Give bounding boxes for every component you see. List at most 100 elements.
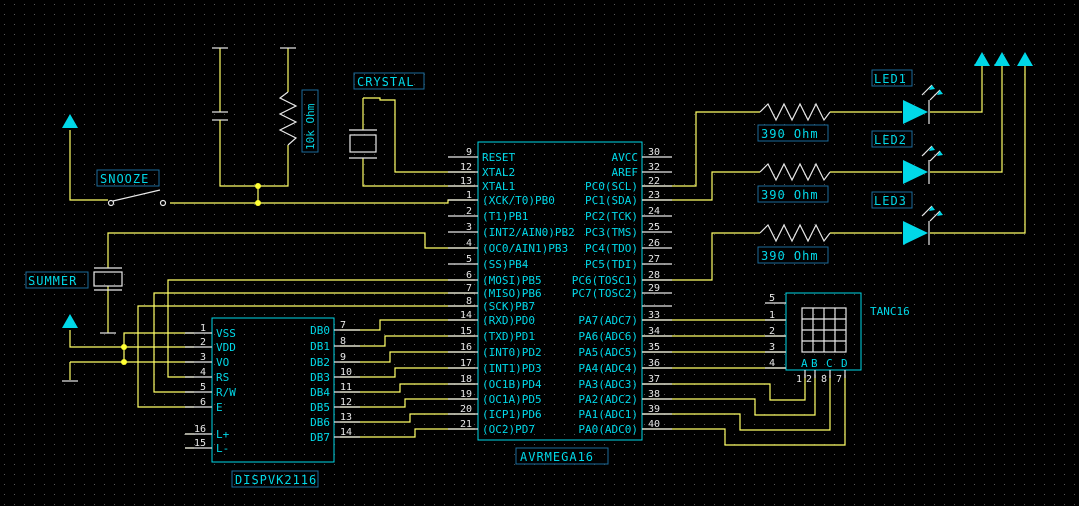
led3: LED3 xyxy=(871,191,943,245)
mcu-pin-name: PC4(TDO) xyxy=(585,242,638,255)
mcu-pin-number: 19 xyxy=(460,389,472,400)
mcu-pin-name: PC0(SCL) xyxy=(585,180,638,193)
lcd-pin-name: DB7 xyxy=(310,431,330,444)
lcd-label: DISPVK2116 xyxy=(235,473,317,487)
capacitor-icon xyxy=(212,111,228,130)
mcu-pin-number: 12 xyxy=(460,162,472,173)
led1-label: LED1 xyxy=(874,72,907,86)
mcu-pin-number: 33 xyxy=(648,310,660,321)
lcd-pin-name: E xyxy=(216,401,223,414)
lcd-pin-name: R/W xyxy=(216,386,236,399)
led1: LED1 xyxy=(871,69,943,124)
keypad-pin-number: 4 xyxy=(769,358,775,369)
mcu-pin-number: 5 xyxy=(466,254,472,265)
crystal: CRYSTAL xyxy=(349,72,425,159)
keypad-column-letter: C xyxy=(826,357,833,370)
mcu-pin-name: (OC1B)PD4 xyxy=(482,378,542,391)
lcd-pin-name: VO xyxy=(216,356,229,369)
lcd-pin-number: 11 xyxy=(340,382,352,393)
lcd-pin-name: RS xyxy=(216,371,229,384)
mcu-pin-name: (SS)PB4 xyxy=(482,258,529,271)
mcu-pin-number: 28 xyxy=(648,270,660,281)
resistor-10k-label: 10k Ohm xyxy=(304,103,317,150)
mcu-pin-number: 2 xyxy=(466,206,472,217)
lcd-pin-name: DB6 xyxy=(310,416,330,429)
mcu-pin-name: PA1(ADC1) xyxy=(578,408,638,421)
mcu-pin-number: 9 xyxy=(466,147,472,158)
mcu-right-pins: 30AVCC32AREF22PC0(SCL)23PC1(SDA)24PC2(TC… xyxy=(572,147,672,436)
resistor-r2: 390 Ohm xyxy=(757,162,831,203)
mcu-pin-number: 22 xyxy=(648,176,660,187)
resistor-r3: 390 Ohm xyxy=(757,223,831,264)
mcu-pin-name: PA6(ADC6) xyxy=(578,330,638,343)
lcd-pin-name: DB4 xyxy=(310,386,330,399)
mcu-pin-name: (RXD)PD0 xyxy=(482,314,535,327)
resistor-10k: 10k Ohm xyxy=(278,89,319,153)
mcu-pin-number: 30 xyxy=(648,147,660,158)
mcu-pin-name: PC5(TDI) xyxy=(585,258,638,271)
mcu-pin-number: 15 xyxy=(460,326,472,337)
mcu-pin-name: PC7(TOSC2) xyxy=(572,287,638,300)
lcd-pin-name: DB5 xyxy=(310,401,330,414)
junctions xyxy=(121,183,261,365)
mcu-pin-number: 21 xyxy=(460,419,472,430)
lcd-pin-number: 7 xyxy=(340,320,346,331)
mcu-pin-number: 34 xyxy=(648,326,660,337)
keypad-column-letter: B xyxy=(811,357,818,370)
keypad-pin-number: 2 xyxy=(806,374,812,385)
mcu-pin-name: PA2(ADC2) xyxy=(578,393,638,406)
mcu-pin-number: 6 xyxy=(466,270,472,281)
mcu-pin-name: PC2(TCK) xyxy=(585,210,638,223)
mcu-pin-name: PA5(ADC5) xyxy=(578,346,638,359)
summer-buzzer: SUMMER xyxy=(25,267,123,291)
mcu-pin-name: (MOSI)PB5 xyxy=(482,274,542,287)
led2: LED2 xyxy=(871,130,943,184)
mcu-pin-name: (XCK/T0)PB0 xyxy=(482,194,555,207)
mcu-pin-number: 36 xyxy=(648,358,660,369)
mcu-pin-name: PA0(ADC0) xyxy=(578,423,638,436)
keypad-column-letter: A xyxy=(801,357,808,370)
mcu-pin-name: (INT1)PD3 xyxy=(482,362,542,375)
keypad-pin-number: 8 xyxy=(821,374,827,385)
lcd-pin-name: DB0 xyxy=(310,324,330,337)
mcu-pin-number: 35 xyxy=(648,342,660,353)
snooze-switch: SNOOZE xyxy=(96,169,167,207)
lcd-pin-number: 1 xyxy=(200,323,206,334)
lcd-pin-number: 12 xyxy=(340,397,352,408)
mcu-pin-number: 39 xyxy=(648,404,660,415)
mcu-pin-number: 4 xyxy=(466,238,472,249)
lcd-pin-name: VDD xyxy=(216,341,236,354)
mcu-pin-number: 27 xyxy=(648,254,660,265)
keypad-label: TANC16 xyxy=(870,305,910,318)
mcu-pin-number: 7 xyxy=(466,283,472,294)
lcd-pin-number: 5 xyxy=(200,382,206,393)
keypad-pin-number: 3 xyxy=(769,342,775,353)
lcd-pin-name: DB3 xyxy=(310,371,330,384)
mcu-pin-name: PC3(TMS) xyxy=(585,226,638,239)
mcu-pin-name: (ICP1)PD6 xyxy=(482,408,542,421)
r1-label: 390 Ohm xyxy=(761,127,819,141)
lcd-pin-name: L+ xyxy=(216,428,230,441)
mcu-pin-number: 29 xyxy=(648,283,660,294)
keypad-pin-number: 7 xyxy=(836,374,842,385)
summer-label: SUMMER xyxy=(28,274,77,288)
lcd-pin-number: 3 xyxy=(200,352,206,363)
mcu-pin-name: XTAL2 xyxy=(482,166,515,179)
mcu-pin-name: (OC2)PD7 xyxy=(482,423,535,436)
crystal-label: CRYSTAL xyxy=(357,75,415,89)
lcd-pin-number: 9 xyxy=(340,352,346,363)
mcu-pin-number: 37 xyxy=(648,374,660,385)
lcd-pin-number: 13 xyxy=(340,412,352,423)
lcd-pin-number: 4 xyxy=(200,367,206,378)
mcu-pin-name: XTAL1 xyxy=(482,180,515,193)
mcu-pin-name: PC6(TOSC1) xyxy=(572,274,638,287)
mcu-pin-number: 26 xyxy=(648,238,660,249)
mcu-pin-name: (T1)PB1 xyxy=(482,210,528,223)
mcu-pin-number: 20 xyxy=(460,404,472,415)
mcu-pin-name: PA7(ADC7) xyxy=(578,314,638,327)
lcd-pin-number: 8 xyxy=(340,336,346,347)
